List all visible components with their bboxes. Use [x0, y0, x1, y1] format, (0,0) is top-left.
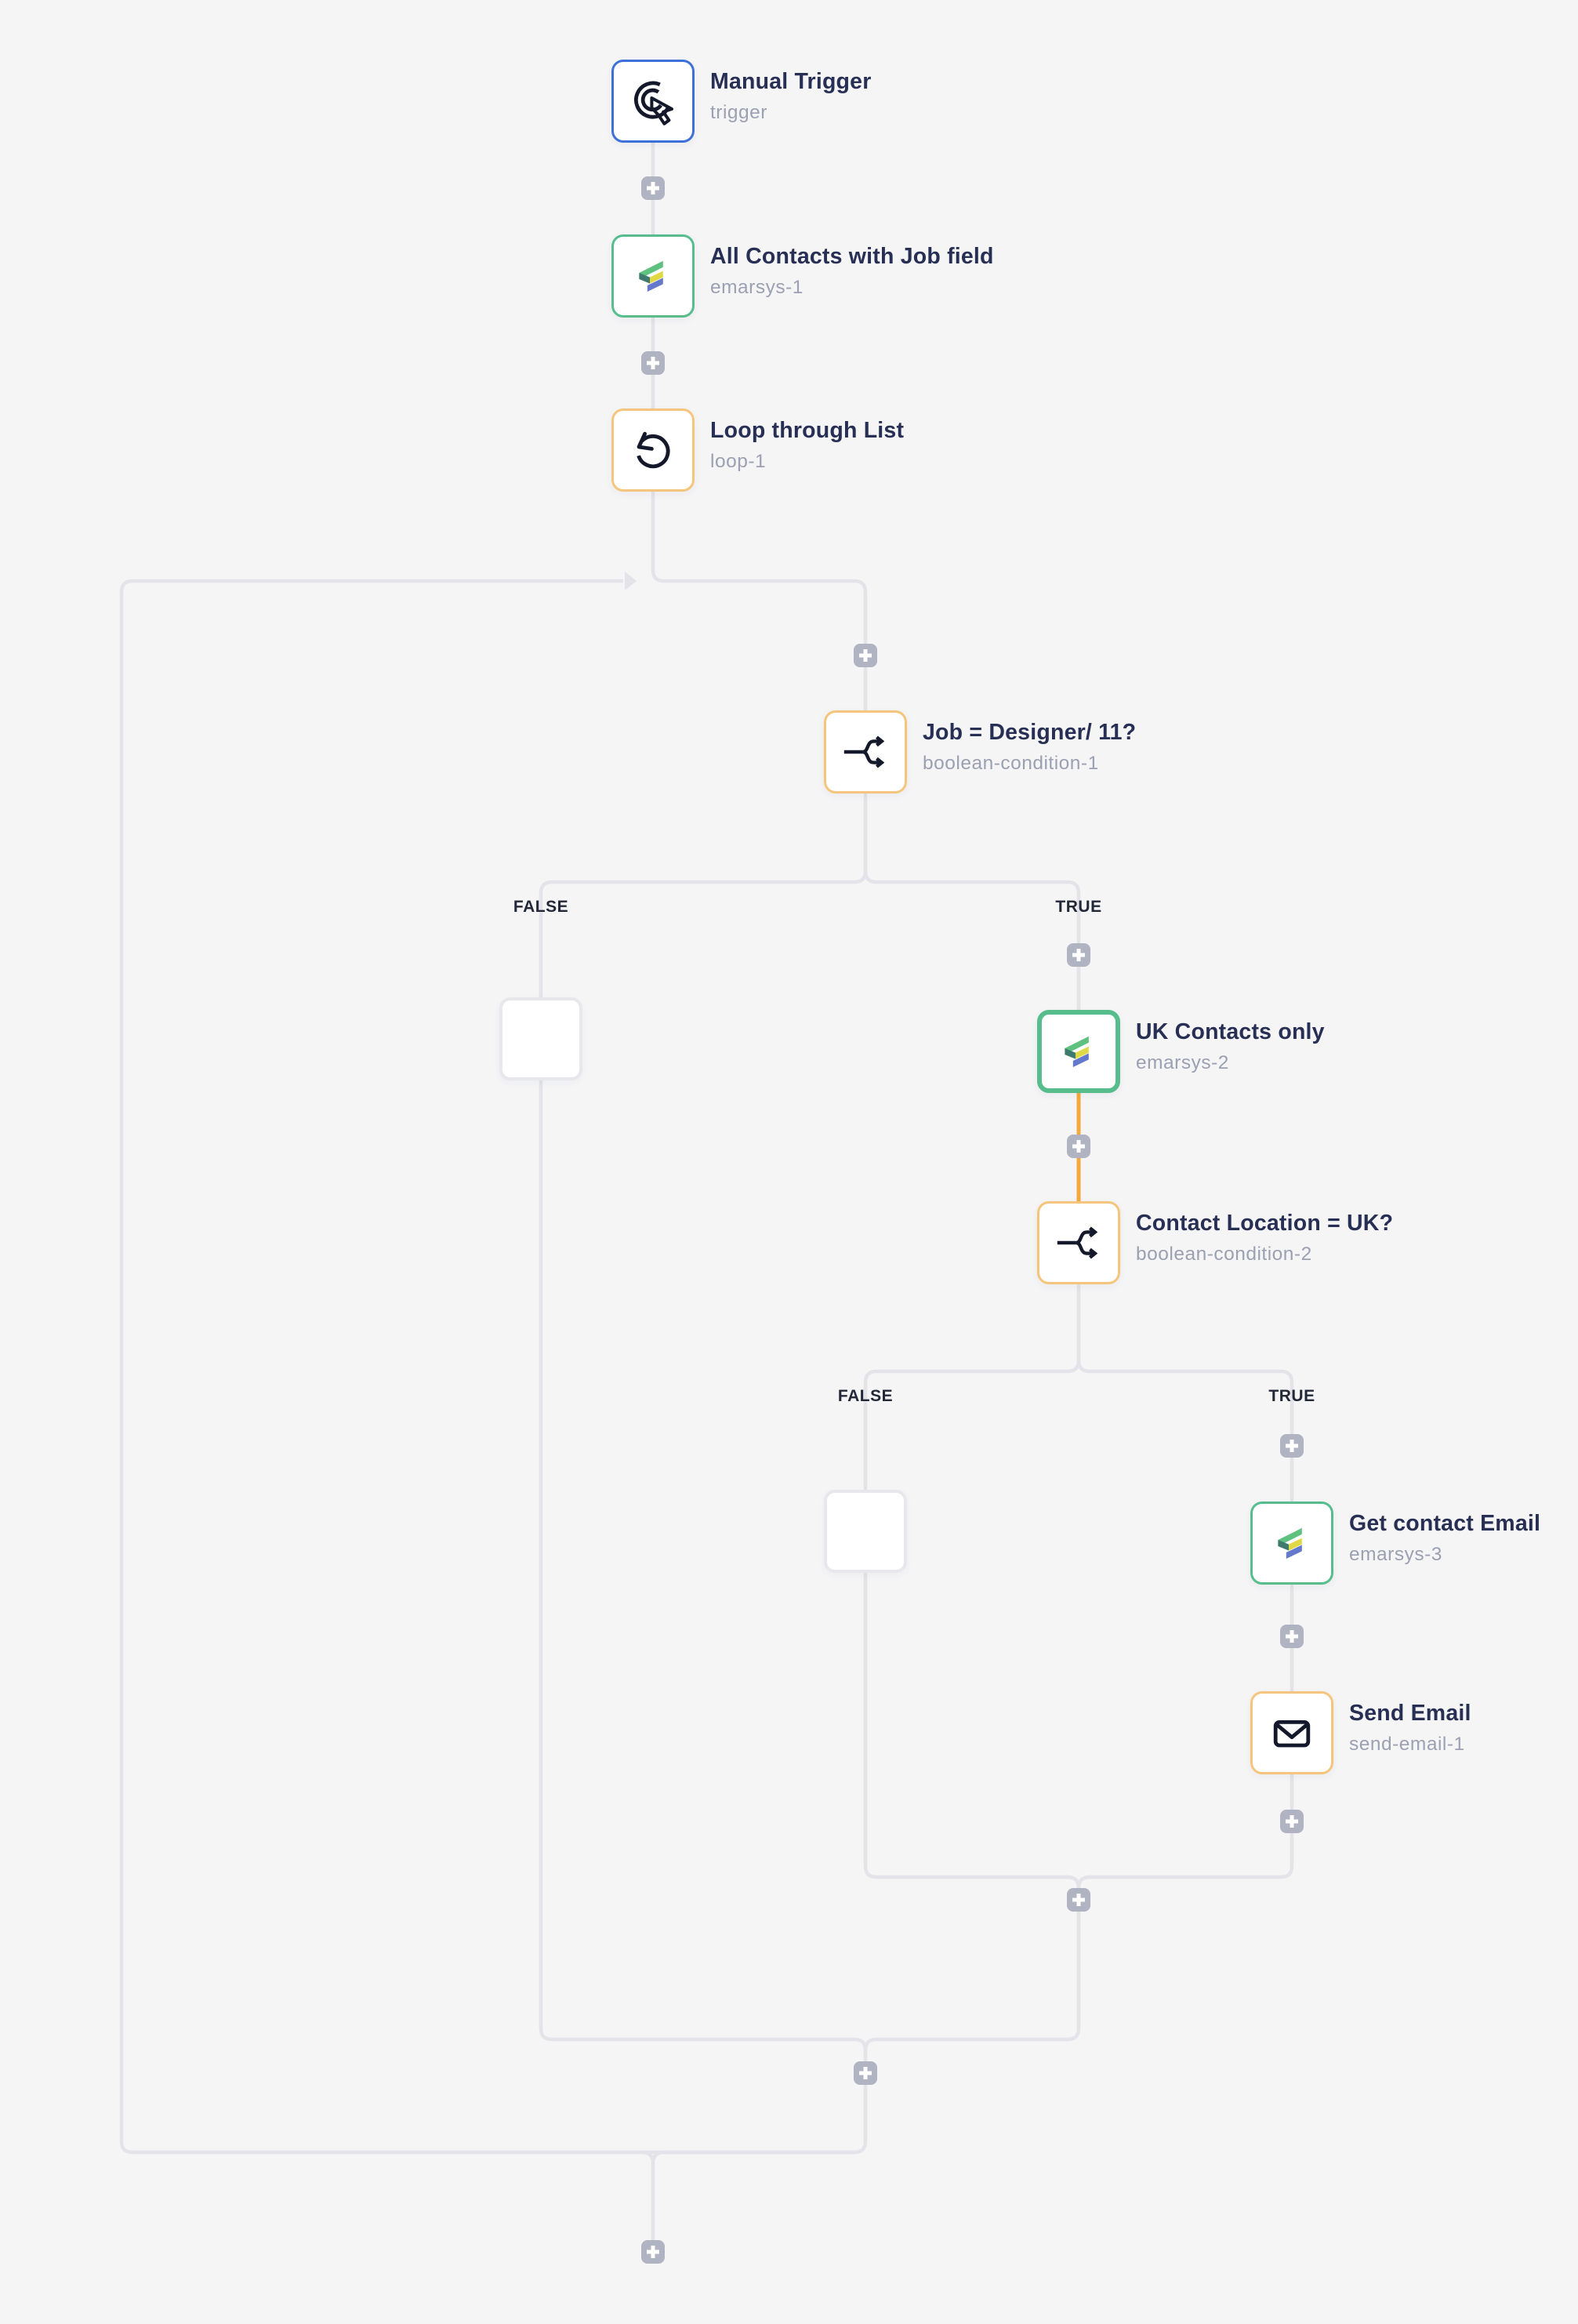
emarsys-icon: [1047, 1020, 1110, 1083]
plus-icon: [859, 649, 872, 662]
connector: [863, 1284, 1081, 1490]
add-step-button[interactable]: [641, 2240, 665, 2264]
plus-icon: [1072, 1140, 1085, 1153]
add-step-button[interactable]: [641, 176, 665, 200]
node-title: Send Email: [1349, 1701, 1471, 1726]
empty-step-placeholder[interactable]: [824, 1490, 907, 1573]
loopback-arrowhead-icon: [625, 572, 637, 590]
node-title: Manual Trigger: [710, 69, 872, 94]
connector: [1076, 1774, 1294, 1889]
branch-label-false: FALSE: [837, 1387, 894, 1405]
add-step-button[interactable]: [641, 351, 665, 375]
plus-icon: [647, 357, 659, 369]
connector: [539, 793, 868, 997]
node-title: Get contact Email: [1349, 1511, 1541, 1536]
add-step-button[interactable]: [1067, 943, 1090, 967]
boolean-condition-2-label: Contact Location = UK? boolean-condition-…: [1136, 1209, 1393, 1266]
node-subtitle: emarsys-2: [1136, 1052, 1229, 1073]
node-subtitle: send-email-1: [1349, 1734, 1465, 1755]
node-subtitle: boolean-condition-1: [923, 753, 1099, 774]
plus-icon: [1286, 1815, 1298, 1828]
plus-icon: [1286, 1440, 1298, 1452]
add-step-button[interactable]: [854, 2061, 877, 2085]
connector: [651, 2085, 868, 2240]
send-email-1-label: Send Email send-email-1: [1349, 1699, 1471, 1756]
emarsys-3-label: Get contact Email emarsys-3: [1349, 1509, 1540, 1567]
add-step-button[interactable]: [854, 644, 877, 667]
emarsys-2-label: UK Contacts only emarsys-2: [1136, 1018, 1325, 1075]
node-subtitle: boolean-condition-2: [1136, 1244, 1312, 1265]
node-subtitle: emarsys-1: [710, 277, 804, 298]
emarsys-1-node[interactable]: [611, 234, 695, 318]
emarsys-icon: [622, 245, 684, 307]
connector: [539, 1080, 868, 2051]
connector: [641, 2150, 655, 2164]
add-step-button[interactable]: [1280, 1810, 1304, 1833]
branch-label-false: FALSE: [513, 898, 569, 916]
plus-icon: [647, 2246, 659, 2258]
node-subtitle: trigger: [710, 102, 767, 123]
plus-icon: [1286, 1630, 1298, 1643]
connector: [863, 870, 1081, 1010]
loop-1-node[interactable]: [611, 409, 695, 492]
connector-loopback: [119, 579, 854, 2155]
node-title: All Contacts with Job field: [710, 244, 994, 269]
plus-icon: [1072, 949, 1085, 961]
loop-1-label: Loop through List loop-1: [710, 416, 904, 474]
branch-icon: [1047, 1211, 1110, 1274]
emarsys-1-label: All Contacts with Job field emarsys-1: [710, 242, 994, 300]
emarsys-2-node[interactable]: [1037, 1010, 1120, 1093]
branch-label-true: TRUE: [1268, 1387, 1315, 1405]
plus-icon: [1072, 1894, 1085, 1906]
node-title: UK Contacts only: [1136, 1019, 1325, 1044]
emarsys-3-node[interactable]: [1250, 1502, 1333, 1585]
connector: [863, 1573, 1081, 1889]
boolean-condition-1-node[interactable]: [824, 710, 907, 793]
trigger-label: Manual Trigger trigger: [710, 67, 872, 125]
boolean-condition-1-label: Job = Designer/ 11? boolean-condition-1: [923, 718, 1136, 775]
boolean-condition-2-node[interactable]: [1037, 1201, 1120, 1284]
branch-label-true: TRUE: [1055, 898, 1102, 916]
add-step-button[interactable]: [1067, 1135, 1090, 1158]
branch-icon: [834, 721, 897, 783]
emarsys-icon: [1261, 1512, 1323, 1574]
add-step-button[interactable]: [1280, 1625, 1304, 1648]
plus-icon: [647, 182, 659, 194]
connector: [651, 492, 868, 710]
node-title: Contact Location = UK?: [1136, 1211, 1394, 1236]
trigger-node[interactable]: [611, 60, 695, 143]
connector: [1076, 1360, 1294, 1502]
add-step-button[interactable]: [1067, 1888, 1090, 1912]
empty-step-placeholder[interactable]: [499, 997, 582, 1080]
loop-icon: [622, 419, 684, 481]
plus-icon: [859, 2067, 872, 2079]
manual-trigger-icon: [622, 70, 684, 133]
node-subtitle: loop-1: [710, 451, 767, 472]
node-title: Loop through List: [710, 418, 905, 443]
add-step-button[interactable]: [1280, 1434, 1304, 1458]
node-subtitle: emarsys-3: [1349, 1544, 1442, 1565]
node-title: Job = Designer/ 11?: [923, 720, 1137, 745]
connector: [863, 1912, 1081, 2051]
send-email-1-node[interactable]: [1250, 1691, 1333, 1774]
email-icon: [1261, 1701, 1323, 1764]
